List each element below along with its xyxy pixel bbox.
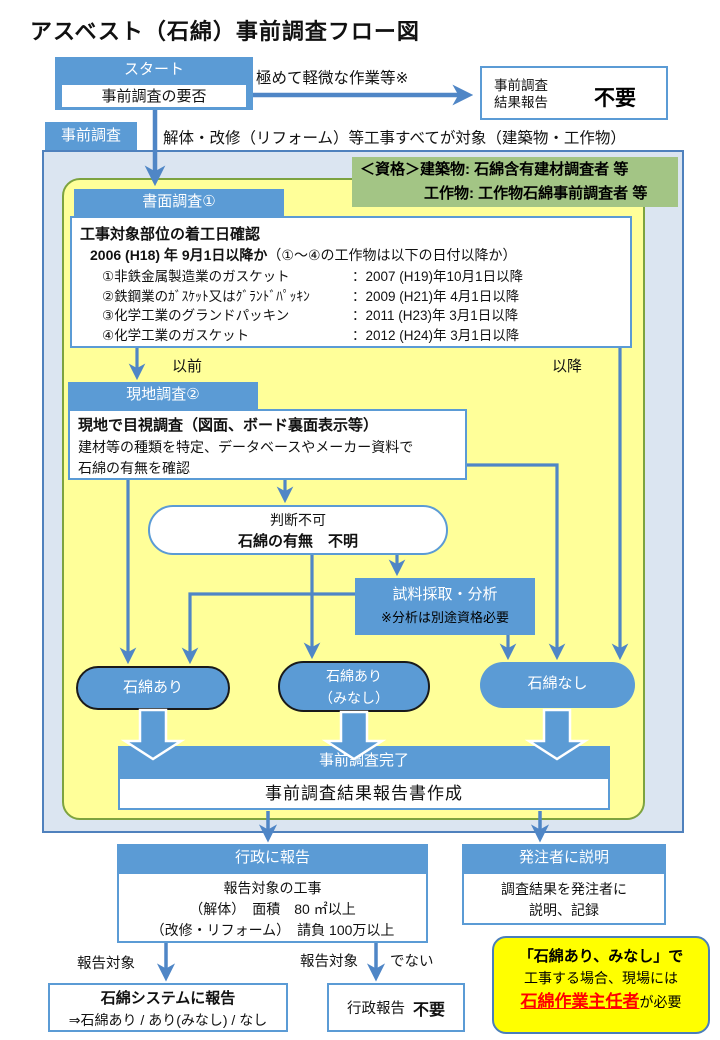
- no-report-caption-line1: 事前調査: [494, 78, 548, 93]
- document-survey-body: 工事対象部位の着工日確認 2006 (H18) 年 9月1日以降か（①～④の工作…: [70, 216, 632, 348]
- note-line1: 「石綿あり、みなし」で: [518, 948, 684, 965]
- result-asbestos-absent: 石綿なし: [480, 662, 635, 708]
- report-admin-line2: （解体） 面積 80 ㎡以上: [189, 901, 356, 917]
- system-report-options: ⇒石綿あり / あり(みなし) / なし: [68, 1012, 268, 1028]
- pre-survey-tag: 事前調査: [45, 122, 137, 150]
- site-survey-line1: 現地で目視調査（図面、ボード裏面表示等）: [78, 417, 379, 434]
- result-asbestos-deemed: 石綿あり （みなし）: [278, 661, 430, 712]
- date-item-row: ②鉄鋼業のｶﾞｽｹｯﾄ又はｸﾞﾗﾝﾄﾞﾊﾟｯｷﾝ ：2009 (H21)年 4月1…: [80, 287, 622, 307]
- not-report-target-suffix: でない: [390, 954, 434, 970]
- sampling-box: 試料採取・分析 ※分析は別途資格必要: [355, 578, 535, 635]
- document-survey-header: 書面調査①: [74, 189, 284, 216]
- deemed-line2: （みなし）: [319, 690, 389, 706]
- undetermined-pill: 判断不可 石綿の有無 不明: [148, 505, 448, 555]
- sampling-title: 試料採取・分析: [392, 586, 498, 603]
- report-admin-line3: （改修・リフォーム） 請負 100万以上: [150, 922, 395, 938]
- sampling-note: ※分析は別途資格必要: [381, 610, 509, 625]
- report-admin-header: 行政に報告: [117, 844, 428, 872]
- document-survey-subtitle: 2006 (H18) 年 9月1日以降か（①～④の工作物は以下の日付以降か）: [80, 245, 622, 265]
- scope-note: 解体・改修（リフォーム）等工事すべてが対象（建築物・工作物）: [163, 130, 626, 147]
- site-survey-line2: 建材等の種類を特定、データベースやメーカー資料で: [78, 439, 414, 455]
- date-item-row: ①非鉄金属製造業のガスケット ：2007 (H19)年10月1日以降: [80, 267, 622, 287]
- date-item-value: ：2009 (H21)年 4月1日以降: [352, 288, 520, 304]
- date-item-value: ：2007 (H19)年10月1日以降: [352, 269, 524, 284]
- branch-after-label: 以降: [552, 358, 583, 375]
- start-header: スタート: [123, 61, 184, 78]
- report-target-label: 報告対象: [77, 956, 135, 972]
- no-admin-text: 行政報告: [346, 1001, 405, 1017]
- undetermined-line1: 判断不可: [270, 512, 326, 528]
- qualification-note: ＜資格＞建築物: 石綿含有建材調査者 等 工作物: 工作物石綿事前調査者 等: [352, 157, 678, 207]
- report-admin-body: 報告対象の工事 （解体） 面積 80 ㎡以上 （改修・リフォーム） 請負 100…: [117, 872, 428, 943]
- date-item-label: ④化学工業のガスケット: [102, 327, 250, 343]
- date-item-row: ③化学工業のグランドパッキン ：2011 (H23)年 3月1日以降: [80, 306, 622, 326]
- report-admin-line1: 報告対象の工事: [223, 880, 322, 896]
- explain-owner-line2: 説明、記録: [529, 902, 599, 918]
- note-chief-red: 石綿作業主任者: [520, 992, 640, 1011]
- subtitle-bold: 2006 (H18) 年 9月1日以降か: [90, 247, 268, 263]
- document-survey-title: 工事対象部位の着工日確認: [80, 226, 261, 243]
- report-creation-box: 事前調査結果報告書作成: [118, 777, 610, 810]
- no-admin-bold: 不要: [412, 1001, 445, 1019]
- no-report-caption: 事前調査 結果報告: [494, 77, 548, 111]
- system-report-title: 石綿システムに報告: [100, 990, 236, 1007]
- explain-owner-line1: 調査結果を発注者に: [501, 881, 627, 897]
- no-report-value: 不要: [594, 87, 636, 110]
- minor-work-label: 極めて軽微な作業等※: [256, 70, 409, 87]
- note-line3-rest: が必要: [639, 994, 682, 1010]
- date-item-label: ③化学工業のグランドパッキン: [102, 308, 290, 323]
- note-line3: 石綿作業主任者が必要: [494, 988, 708, 1016]
- no-admin-report-box: 行政報告 不要: [327, 983, 465, 1032]
- chief-required-note: 「石綿あり、みなし」で 工事する場合、現場には 石綿作業主任者が必要: [492, 936, 710, 1034]
- site-survey-header: 現地調査②: [68, 382, 258, 409]
- branch-before-label: 以前: [172, 358, 203, 375]
- qualification-line1: ＜資格＞建築物: 石綿含有建材調査者 等: [360, 161, 629, 178]
- subtitle-rest: （①～④の工作物は以下の日付以降か）: [267, 247, 517, 263]
- date-item-row: ④化学工業のガスケット ：2012 (H24)年 3月1日以降: [80, 326, 622, 346]
- no-report-caption-line2: 結果報告: [494, 95, 548, 110]
- date-item-value: ：2011 (H23)年 3月1日以降: [352, 308, 519, 323]
- page-title: アスベスト（石綿）事前調査フロー図: [30, 19, 420, 44]
- date-item-value: ：2012 (H24)年 3月1日以降: [352, 327, 520, 343]
- completion-bar: 事前調査完了: [118, 746, 610, 777]
- deemed-line1: 石綿あり: [326, 668, 382, 684]
- site-survey-body: 現地で目視調査（図面、ボード裏面表示等） 建材等の種類を特定、データベースやメー…: [68, 409, 467, 480]
- date-item-label: ①非鉄金属製造業のガスケット: [102, 269, 290, 284]
- date-item-label: ②鉄鋼業のｶﾞｽｹｯﾄ又はｸﾞﾗﾝﾄﾞﾊﾟｯｷﾝ: [102, 288, 310, 304]
- explain-owner-header: 発注者に説明: [462, 844, 666, 872]
- undetermined-line2: 石綿の有無 不明: [237, 533, 358, 550]
- note-line2: 工事する場合、現場には: [524, 970, 678, 986]
- explain-owner-body: 調査結果を発注者に 説明、記録: [462, 872, 666, 925]
- not-report-target-label: 報告対象: [300, 954, 358, 970]
- start-body: 事前調査の要否: [60, 83, 248, 109]
- qualification-line2: 工作物: 工作物石綿事前調査者 等: [424, 185, 648, 202]
- result-asbestos-present: 石綿あり: [76, 666, 230, 710]
- site-survey-line3: 石綿の有無を確認: [78, 460, 190, 476]
- no-report-box: 事前調査 結果報告 不要: [480, 66, 668, 120]
- asbestos-system-report-box: 石綿システムに報告 ⇒石綿あり / あり(みなし) / なし: [48, 983, 288, 1032]
